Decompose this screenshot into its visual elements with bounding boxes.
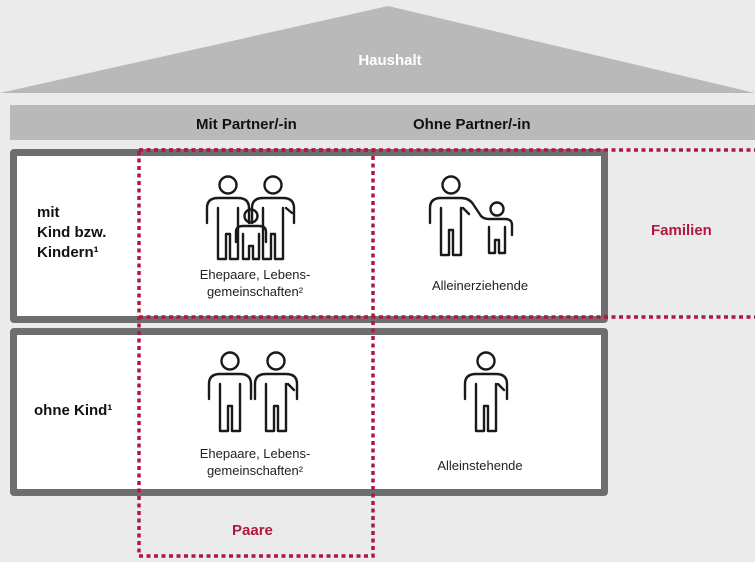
caption-line: Alleinstehende (437, 458, 523, 473)
header-bar (10, 105, 755, 140)
caption-line: Ehepaare, Lebens- (199, 446, 311, 461)
roof-shape (0, 6, 755, 93)
group-label-familien: Familien (651, 222, 712, 239)
caption-line: Alleinerziehende (431, 278, 529, 293)
caption-singles: Alleinstehende (400, 457, 560, 474)
row-label-line: Kindern¹ (37, 244, 99, 261)
caption-line: gemeinschaften² (206, 463, 304, 478)
row-box-without-children (10, 328, 608, 496)
single-parent-icon (428, 175, 514, 257)
row-label-with-children: mit Kind bzw. Kindern¹ (37, 203, 106, 263)
couple-icon (207, 351, 299, 433)
caption-line: gemeinschaften² (206, 284, 304, 299)
row-label-line: mit (37, 204, 60, 221)
header-col-with-partner: Mit Partner/-in (196, 116, 297, 133)
roof-title: Haushalt (358, 52, 422, 69)
single-person-icon (463, 351, 509, 433)
familien-outline (139, 148, 755, 319)
caption-single-parents: Alleinerziehende (400, 277, 560, 294)
family-icon (205, 175, 296, 261)
row-label-line: Kind bzw. (37, 224, 107, 241)
caption-married-couples-with-children: Ehepaare, Lebens- gemeinschaften² (170, 266, 340, 300)
group-label-paare: Paare (232, 522, 273, 539)
header-col-without-partner: Ohne Partner/-in (413, 116, 531, 133)
caption-line: Ehepaare, Lebens- (199, 267, 311, 282)
row-box-with-children (10, 149, 608, 323)
row-label-without-children: ohne Kind¹ (34, 401, 112, 421)
paare-outline (137, 148, 375, 558)
row-label-line: ohne Kind¹ (34, 402, 113, 419)
caption-married-couples-without-children: Ehepaare, Lebens- gemeinschaften² (170, 445, 340, 479)
